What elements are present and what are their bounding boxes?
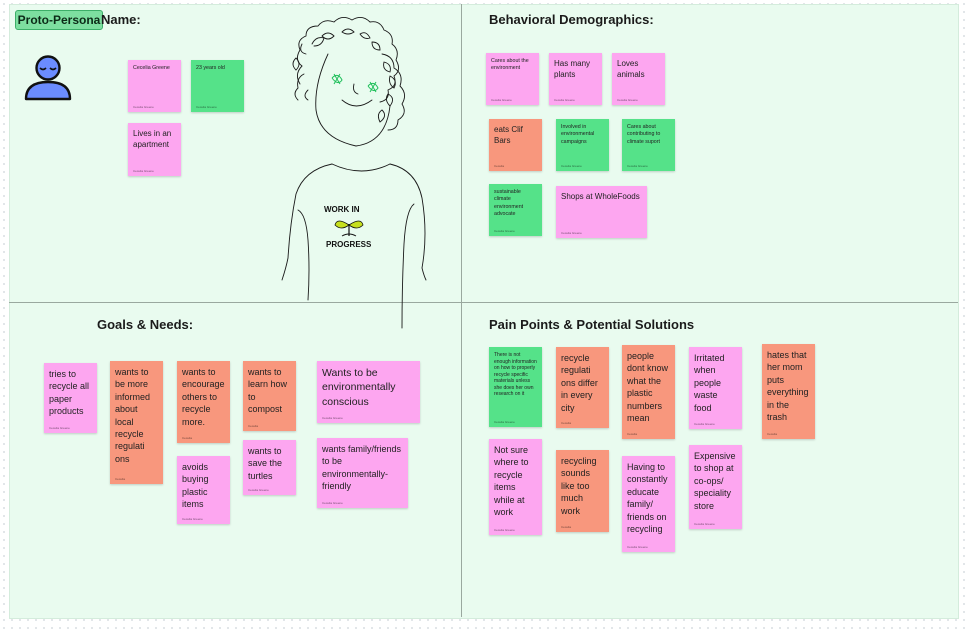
sticky-author: Cecelia Greene: [627, 164, 648, 168]
sticky-note[interactable]: recycling sounds like too much work Cece…: [556, 450, 609, 532]
sticky-note[interactable]: Irritated when people waste food Cecelia…: [689, 347, 742, 429]
frame-tag[interactable]: Proto-Persona: [15, 10, 103, 30]
sticky-text: Has many plants: [554, 59, 591, 80]
sticky-note[interactable]: Cecelia Greene Cecelia Greene: [128, 60, 181, 112]
sticky-text: Cares about the environment: [491, 58, 529, 72]
sticky-author: Cecelia Greene: [627, 545, 648, 549]
sticky-text: wants to encourage others to recycle mor…: [182, 367, 225, 427]
sticky-text: tries to recycle all paper products: [49, 369, 90, 417]
sticky-text: eats Clif Bars: [494, 125, 523, 146]
section-title-name: Name:: [101, 12, 141, 27]
sticky-author: Cecelia Greene: [494, 229, 515, 233]
sticky-author: Cecelia Greene: [248, 488, 269, 492]
sticky-text: 23 years old: [196, 65, 225, 71]
shirt-text-line1: WORK IN: [324, 205, 360, 214]
sticky-author: Cecelia: [248, 424, 259, 428]
sticky-author: Cecelia Greene: [561, 231, 582, 235]
section-title-behavioral: Behavioral Demographics:: [489, 12, 654, 27]
sticky-author: Cecelia Greene: [133, 169, 154, 173]
sticky-author: Cecelia Greene: [617, 98, 638, 102]
sticky-author: Cecelia Greene: [322, 501, 343, 505]
section-title-pain-points: Pain Points & Potential Solutions: [489, 317, 695, 332]
sticky-note[interactable]: Having to constantly educate family/ fri…: [622, 456, 675, 552]
sticky-author: Cecelia Greene: [49, 426, 70, 430]
persona-sketch[interactable]: WORK IN PROGRESS: [262, 14, 442, 332]
sticky-author: Cecelia Greene: [694, 422, 715, 426]
sticky-text: people dont know what the plastic number…: [627, 351, 669, 424]
sticky-text: Not sure where to recycle items while at…: [494, 445, 529, 518]
sticky-text: Expensive to shop at co-ops/ speciality …: [694, 451, 736, 511]
sticky-note[interactable]: Expensive to shop at co-ops/ speciality …: [689, 445, 742, 529]
user-avatar-icon[interactable]: [23, 54, 73, 102]
sticky-text: recycle regulati ons differ in every cit…: [561, 353, 598, 413]
sticky-author: Cecelia Greene: [494, 528, 515, 532]
sticky-text: Shops at WholeFoods: [561, 192, 640, 201]
sticky-text: Lives in an apartment: [133, 129, 172, 150]
sticky-text: Involved in environmental campaigns: [561, 124, 595, 145]
sticky-text: avoids buying plastic items: [182, 462, 209, 510]
shirt-text-line2: PROGRESS: [326, 240, 372, 249]
sticky-author: Cecelia Greene: [322, 416, 343, 420]
sticky-author: Cecelia: [561, 421, 572, 425]
sticky-author: Cecelia: [561, 525, 572, 529]
sticky-note[interactable]: avoids buying plastic items Cecelia Gree…: [177, 456, 230, 524]
sticky-note[interactable]: wants to be more informed about local re…: [110, 361, 163, 484]
sticky-text: Cecelia Greene: [133, 65, 170, 71]
sticky-note[interactable]: Not sure where to recycle items while at…: [489, 439, 542, 535]
sticky-text: recycling sounds like too much work: [561, 456, 597, 516]
sticky-text: wants family/friends to be environmental…: [322, 444, 402, 492]
section-divider-vertical: [461, 4, 462, 617]
sticky-text: sustainable climate environment advocate: [494, 189, 524, 217]
sticky-text: Cares about contributing to climate supo…: [627, 124, 661, 145]
sticky-author: Cecelia Greene: [182, 517, 203, 521]
sticky-note[interactable]: 23 years old Cecelia Greene: [191, 60, 244, 112]
sticky-author: Cecelia Greene: [133, 105, 154, 109]
sticky-text: hates that her mom puts everything in th…: [767, 350, 809, 423]
sticky-author: Cecelia: [767, 432, 778, 436]
sticky-note[interactable]: wants to save the turtles Cecelia Greene: [243, 440, 296, 495]
sticky-note[interactable]: Wants to be environmentally conscious Ce…: [317, 361, 420, 423]
sticky-author: Cecelia: [115, 477, 126, 481]
sticky-note[interactable]: Loves animals Cecelia Greene: [612, 53, 665, 105]
sticky-author: Cecelia Greene: [491, 98, 512, 102]
sticky-text: There is not enough information on how t…: [494, 352, 537, 397]
section-divider-horizontal: [9, 302, 958, 303]
sticky-note[interactable]: There is not enough information on how t…: [489, 347, 542, 427]
sticky-note[interactable]: sustainable climate environment advocate…: [489, 184, 542, 236]
sticky-author: Cecelia Greene: [196, 105, 217, 109]
sticky-note[interactable]: recycle regulati ons differ in every cit…: [556, 347, 609, 428]
section-title-goals: Goals & Needs:: [97, 317, 194, 332]
sticky-author: Cecelia Greene: [554, 98, 575, 102]
sticky-note[interactable]: Involved in environmental campaigns Cece…: [556, 119, 609, 171]
sticky-author: Cecelia Greene: [694, 522, 715, 526]
sticky-text: Having to constantly educate family/ fri…: [627, 462, 668, 535]
sticky-note[interactable]: wants family/friends to be environmental…: [317, 438, 408, 508]
sticky-text: Loves animals: [617, 59, 645, 80]
sticky-note[interactable]: people dont know what the plastic number…: [622, 345, 675, 439]
sticky-author: Cecelia Greene: [561, 164, 582, 168]
sticky-text: wants to save the turtles: [248, 446, 283, 481]
sticky-author: Cecelia: [494, 164, 505, 168]
sticky-text: Wants to be environmentally conscious: [322, 367, 396, 408]
sticky-text: wants to learn how to compost: [248, 367, 288, 415]
sticky-author: Cecelia: [627, 432, 638, 436]
sticky-text: Irritated when people waste food: [694, 353, 725, 413]
sticky-note[interactable]: tries to recycle all paper products Cece…: [44, 363, 97, 433]
sticky-text: wants to be more informed about local re…: [115, 367, 151, 464]
sticky-note[interactable]: hates that her mom puts everything in th…: [762, 344, 815, 439]
sticky-note[interactable]: Shops at WholeFoods Cecelia Greene: [556, 186, 647, 238]
sticky-author: Cecelia: [182, 436, 193, 440]
sticky-note[interactable]: Cares about contributing to climate supo…: [622, 119, 675, 171]
sticky-note[interactable]: eats Clif Bars Cecelia: [489, 119, 542, 171]
sprout-icon: [334, 220, 364, 237]
sticky-note[interactable]: wants to encourage others to recycle mor…: [177, 361, 230, 443]
sticky-note[interactable]: Has many plants Cecelia Greene: [549, 53, 602, 105]
sticky-note[interactable]: Lives in an apartment Cecelia Greene: [128, 123, 181, 176]
sticky-note[interactable]: wants to learn how to compost Cecelia: [243, 361, 296, 431]
sticky-note[interactable]: Cares about the environment Cecelia Gree…: [486, 53, 539, 105]
sticky-author: Cecelia Greene: [494, 420, 515, 424]
